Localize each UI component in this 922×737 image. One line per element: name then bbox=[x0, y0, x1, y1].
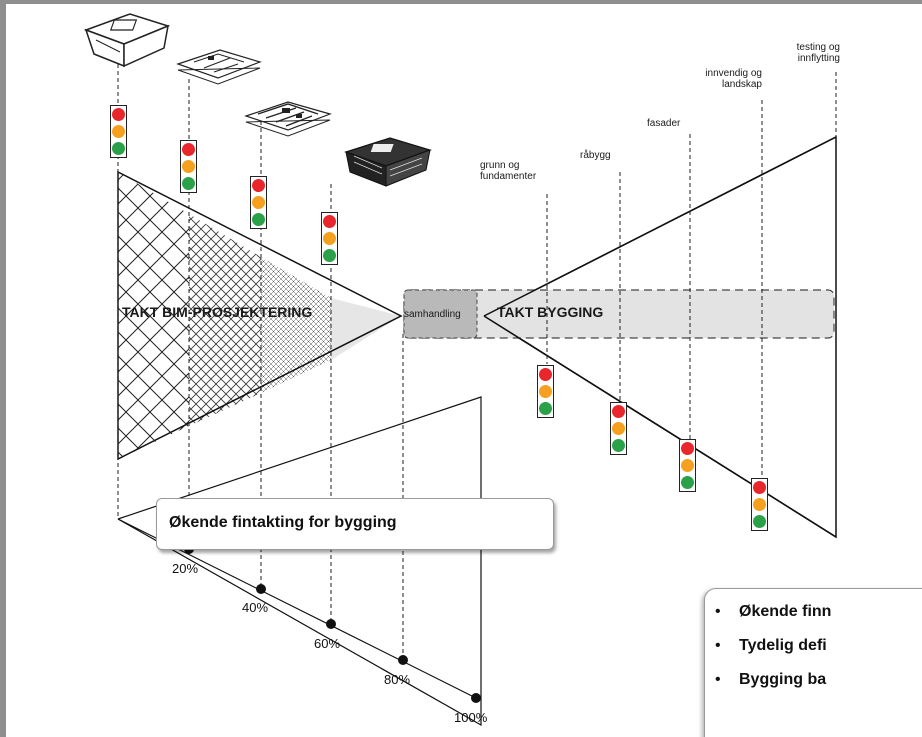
hatch-zone-3 bbox=[261, 257, 331, 393]
percent-label: 100% bbox=[454, 710, 488, 725]
callout-text: Økende fintakting for bygging bbox=[169, 514, 397, 531]
bullet-item: • Økende finn bbox=[715, 603, 922, 637]
construction-label: TAKT BYGGING bbox=[497, 304, 604, 320]
percent-label: 20% bbox=[172, 561, 199, 576]
phase-label-fasader: fasader bbox=[647, 118, 681, 129]
phase-label-innvendig: innvendig og landskap bbox=[705, 68, 762, 90]
traffic-light-icon bbox=[610, 402, 627, 455]
bullet-icon: • bbox=[715, 637, 721, 654]
detailed-floor-plan-icon bbox=[244, 101, 332, 137]
phase-label-testing: testing og innflytting bbox=[796, 42, 840, 64]
bullet-text: Bygging ba bbox=[739, 671, 827, 688]
traffic-light-icon bbox=[321, 212, 338, 265]
bullet-icon: • bbox=[715, 603, 721, 620]
traffic-light-icon bbox=[250, 176, 267, 229]
phase-label-grunn: grunn og fundamenter bbox=[480, 160, 537, 182]
traffic-light-icon bbox=[751, 478, 768, 531]
light-zone-4 bbox=[331, 298, 401, 360]
bullet-text: Økende finn bbox=[739, 603, 832, 620]
percent-label: 40% bbox=[242, 600, 269, 615]
bullet-icon: • bbox=[715, 671, 721, 688]
bullet-item: • Tydelig defi bbox=[715, 637, 922, 671]
bullet-text: Tydelig defi bbox=[739, 637, 827, 654]
samhandling-box bbox=[403, 289, 478, 339]
bullet-item: • Bygging ba bbox=[715, 671, 922, 705]
traffic-light-icon bbox=[537, 365, 554, 418]
traffic-light-icon bbox=[679, 439, 696, 492]
floor-plan-icon bbox=[176, 49, 262, 85]
building-model-icon bbox=[83, 13, 171, 68]
percent-label: 80% bbox=[384, 672, 411, 687]
samhandling-label: samhandling bbox=[404, 309, 461, 320]
bullet-list: • Økende finn • Tydelig defi • Bygging ba bbox=[705, 589, 922, 705]
design-triangle bbox=[117, 170, 403, 461]
bullet-box: • Økende finn • Tydelig defi • Bygging ba bbox=[704, 588, 922, 737]
takt-diagram bbox=[117, 64, 837, 727]
slide: TAKT BIM-PROSJEKTERING samhandling TAKT … bbox=[6, 4, 922, 737]
design-label: TAKT BIM-PROSJEKTERING bbox=[122, 304, 313, 320]
traffic-light-icon bbox=[110, 105, 127, 158]
traffic-light-icon bbox=[180, 140, 197, 193]
fintakting-callout: Økende fintakting for bygging bbox=[156, 498, 554, 550]
hatch-zone-1 bbox=[118, 172, 189, 459]
hatch-zone-2 bbox=[189, 214, 261, 426]
building-3d-icon bbox=[344, 137, 432, 187]
phase-label-rabygg: råbygg bbox=[580, 150, 611, 161]
percent-label: 60% bbox=[314, 636, 341, 651]
lower-triangle bbox=[117, 396, 482, 727]
